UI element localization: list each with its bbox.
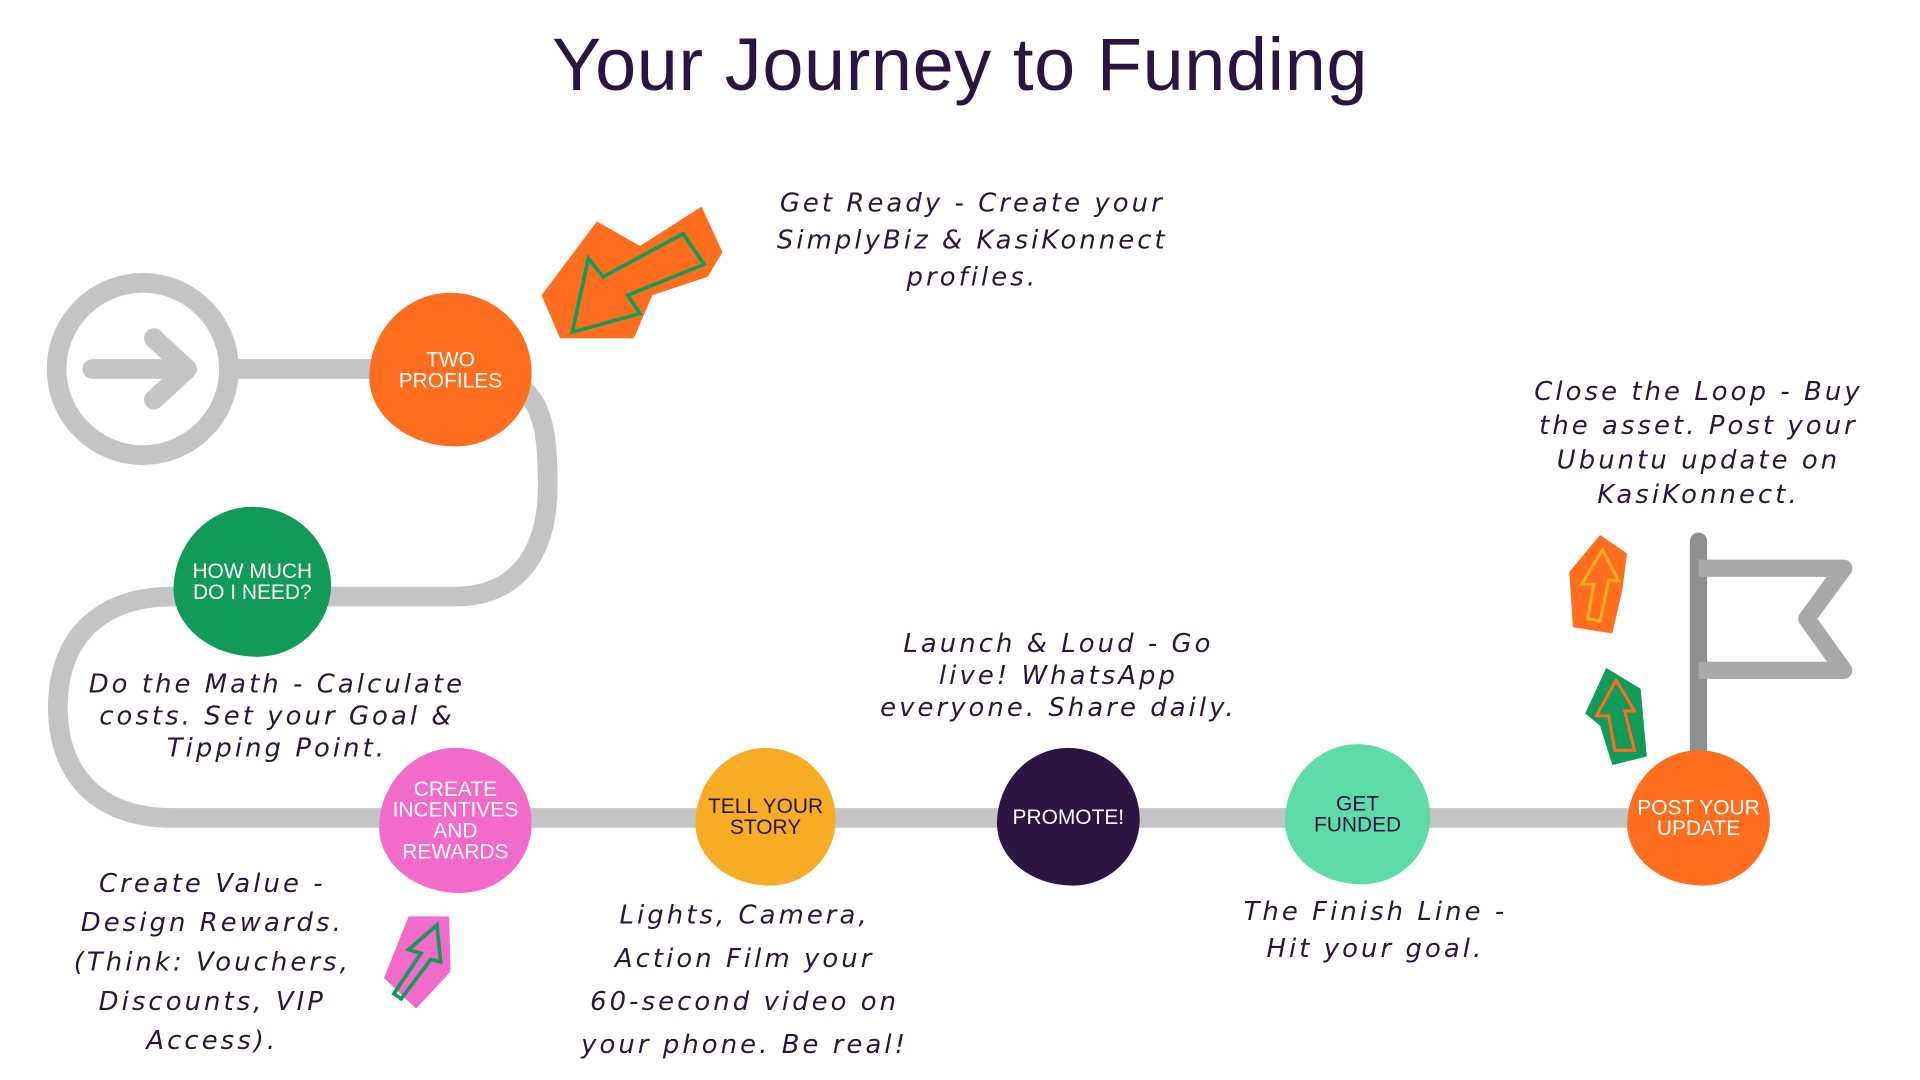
step-how-much: How much do I need? [173,506,332,657]
caption-lights-camera: Lights, Camera, Action Film your 60-seco… [581,900,909,1060]
page-title: Your Journey to Funding [551,23,1369,106]
start-arrow-circle-icon [46,273,239,465]
step-create-incentives: Create Incentives and Rewards [379,747,532,893]
step-post-update: Post your update [1627,750,1770,886]
caption-do-the-math: Do the Math - Calculate costs. Set your … [88,669,466,763]
step-promote: Promote! [996,747,1140,886]
caption-create-value: Create Value - Design Rewards. (Think: V… [73,868,351,1056]
step-two-profiles: Two Profiles [369,292,532,447]
caption-launch-loud: Launch & Loud - Go live! WhatsApp everyo… [880,628,1237,723]
caption-close-loop: Close the Loop - Buy the asset. Post you… [1534,376,1863,510]
caption-finish-line: The Finish Line - Hit your goal. [1243,896,1508,964]
orange-arrow-icon [541,206,723,339]
step-get-funded: Get Funded [1284,744,1431,885]
orange-up-arrow-icon [1569,535,1628,634]
finish-flag-icon [1689,532,1853,762]
green-up-arrow-icon [1585,667,1647,766]
caption-get-ready: Get Ready - Create your SimplyBiz & Kasi… [776,188,1168,292]
step-tell-your-story: Tell your story [695,747,836,886]
pink-arrow-icon [384,916,451,1009]
